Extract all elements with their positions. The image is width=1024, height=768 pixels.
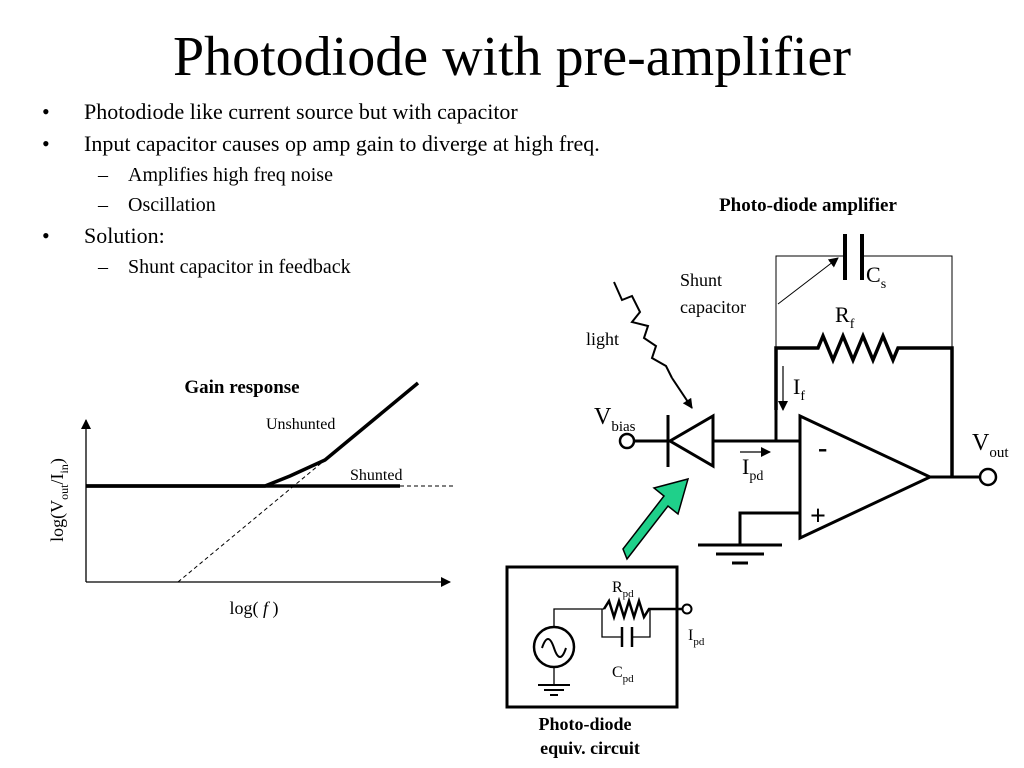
non-inverting-input-sign: + (810, 501, 826, 532)
x-axis-label: log( f ) (229, 598, 278, 619)
inverting-input-sign: - (818, 433, 827, 464)
vout-terminal (978, 467, 998, 487)
capacitor-cpd (620, 627, 634, 647)
ipd-terminal (681, 603, 693, 615)
source-top-wire (553, 608, 604, 627)
rpd-label: Rpd (612, 579, 634, 600)
vbias-label: Vbias (594, 404, 636, 435)
bullet-list: Photodiode like current source but with … (40, 96, 600, 282)
light-label: light (586, 329, 619, 349)
rf-label: Rf (835, 302, 855, 332)
shunted-label: Shunted (350, 467, 402, 484)
equiv-circuit-box (505, 565, 679, 709)
cpd-left-wire (601, 609, 622, 638)
light-wave-icon (613, 281, 673, 379)
y-axis-label: log(Vout/Iin) (47, 458, 71, 542)
ipd-equiv-label: Ipd (688, 627, 705, 648)
equiv-caption: Photo-diode (538, 714, 631, 734)
slide-title: Photodiode with pre-amplifier (172, 26, 852, 88)
photodiode-icon (667, 413, 715, 469)
shunt-label: Shunt (680, 270, 722, 290)
equivalent-circuit: Rpd Cpd Ipd Photo-diode equiv. circuit (505, 565, 705, 758)
light-arrow (671, 377, 693, 409)
ipd-label: Ipd (742, 454, 763, 484)
op-amp-triangle (798, 413, 934, 541)
amplifier-circuit: Photo-diode amplifier Cs Shunt capacitor… (586, 195, 1009, 565)
cpd-right-wire (632, 609, 651, 638)
bullet-item: Photodiode like current source but with … (40, 96, 600, 128)
cs-branch-wires (775, 255, 953, 348)
ground-icon (538, 684, 570, 696)
gain-response-plot: Gain response log(Vout/Iin) log( f ) Uns… (47, 377, 455, 619)
sine-wave-icon (541, 638, 567, 658)
vout-label: Vout (972, 430, 1009, 461)
if-label: If (793, 374, 805, 404)
sub-bullet-item: Amplifies high freq noise (40, 160, 600, 190)
ground-icon (698, 543, 782, 565)
sub-bullet-item: Shunt capacitor in feedback (40, 252, 600, 282)
bullet-item: Solution: (40, 220, 600, 252)
sub-bullet-item: Oscillation (40, 190, 600, 220)
bullet-item: Input capacitor causes op amp gain to di… (40, 128, 600, 160)
equiv-caption: equiv. circuit (540, 738, 640, 758)
shunt-capacitor-cs (843, 234, 864, 280)
unshunted-label: Unshunted (266, 416, 335, 433)
cpd-label: Cpd (612, 664, 634, 685)
resistor-rpd (602, 596, 682, 622)
asymptote-dashed-line (177, 459, 326, 583)
vbias-terminal (618, 432, 636, 450)
ground-wire (738, 511, 800, 545)
feedback-resistor-rf (774, 331, 954, 476)
shunt-pointer-arrow (777, 257, 839, 305)
green-pointer-arrow (622, 477, 690, 561)
shunt-label: capacitor (680, 297, 746, 317)
cs-label: Cs (866, 262, 886, 292)
gain-plot-title: Gain response (184, 377, 299, 398)
amplifier-title: Photo-diode amplifier (719, 195, 897, 216)
